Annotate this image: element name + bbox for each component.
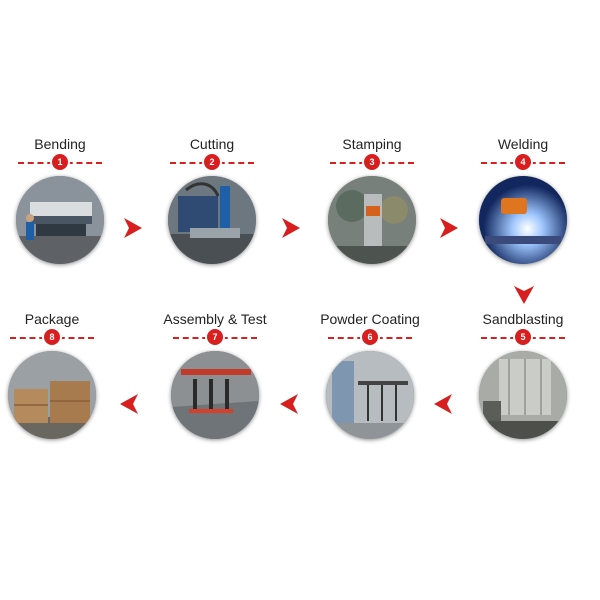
red-chevron-arrow-icon <box>514 286 534 304</box>
step-number-badge: 2 <box>204 154 220 170</box>
package-photo <box>8 351 96 439</box>
step-stamping: Stamping 3 <box>312 136 432 296</box>
step-number-badge: 7 <box>207 329 223 345</box>
stamping-machine-photo <box>328 176 416 264</box>
step-bending: Bending 1 <box>0 136 120 296</box>
step-cutting: Cutting 2 <box>152 136 272 296</box>
step-title: Powder Coating <box>320 311 420 327</box>
red-chevron-arrow-icon <box>124 218 142 238</box>
step-title: Bending <box>34 136 86 152</box>
assembly-photo <box>171 351 259 439</box>
step-welding: Welding 4 <box>463 136 583 296</box>
step-number-badge: 6 <box>362 329 378 345</box>
step-number-badge: 3 <box>364 154 380 170</box>
step-title: Welding <box>497 136 549 152</box>
press-brake-photo <box>16 176 104 264</box>
powder-coating-photo <box>326 351 414 439</box>
sandblasting-photo <box>479 351 567 439</box>
red-chevron-arrow-icon <box>440 218 458 238</box>
step-title: Assembly & Test <box>163 311 267 327</box>
step-number-badge: 4 <box>515 154 531 170</box>
step-number-badge: 5 <box>515 329 531 345</box>
red-chevron-arrow-icon <box>120 394 138 414</box>
red-chevron-arrow-icon <box>434 394 452 414</box>
step-assembly-test: Assembly & Test 7 <box>155 311 275 471</box>
step-number-badge: 1 <box>52 154 68 170</box>
step-package: Package 8 <box>0 311 112 471</box>
step-title: Cutting <box>189 136 235 152</box>
step-title: Stamping <box>342 136 402 152</box>
welding-photo <box>479 176 567 264</box>
step-sandblasting: Sandblasting 5 <box>463 311 583 471</box>
laser-cutter-photo <box>168 176 256 264</box>
red-chevron-arrow-icon <box>280 394 298 414</box>
step-title: Sandblasting <box>482 311 564 327</box>
step-number-badge: 8 <box>44 329 60 345</box>
step-title: Package <box>24 311 80 327</box>
step-powder-coating: Powder Coating 6 <box>310 311 430 471</box>
red-chevron-arrow-icon <box>282 218 300 238</box>
